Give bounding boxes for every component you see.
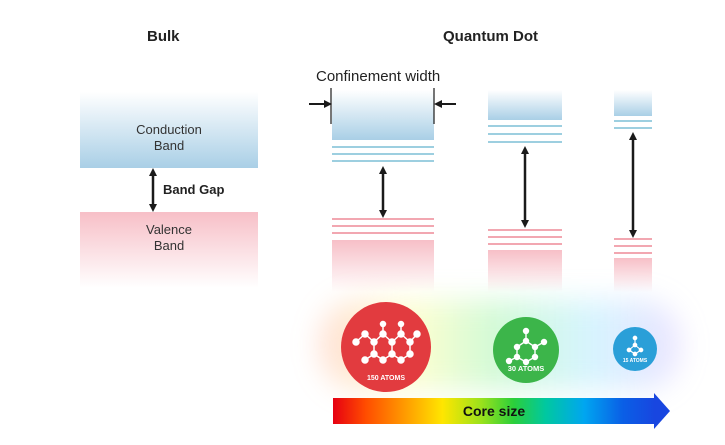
- qd-small-valence-block: [614, 258, 652, 292]
- qd-large-conduction-level: [332, 160, 434, 162]
- atom-cluster-medium: 30 ATOMS: [493, 317, 559, 383]
- conduction-label-line1: Conduction: [136, 122, 202, 137]
- molecule-icon: [626, 335, 644, 357]
- atom-cluster-small: 15 ATOMS: [613, 327, 657, 371]
- valence-band-label: Valence Band: [80, 222, 258, 254]
- qd-medium-conduction-level: [488, 141, 562, 143]
- qd-large-conduction-level: [332, 146, 434, 148]
- qd-medium-valence-level: [488, 236, 562, 238]
- qd-large-valence-level: [332, 232, 434, 234]
- bulk-conduction-band: [80, 92, 258, 168]
- molecule-icon: [352, 320, 421, 364]
- bulk-valence-band: [80, 212, 258, 288]
- qd-medium-conduction-level: [488, 125, 562, 127]
- qd-small-conduction-level: [614, 120, 652, 122]
- qd-small-conduction-level: [614, 127, 652, 129]
- qd-large-valence-level: [332, 218, 434, 220]
- molecule-icon: [505, 327, 548, 366]
- qd-small-valence-level: [614, 238, 652, 240]
- qd-medium-valence-level: [488, 243, 562, 245]
- valence-label-line2: Band: [153, 238, 185, 253]
- spectrum-arrow-head: [654, 393, 670, 429]
- qd-large-valence-block: [332, 240, 434, 292]
- qd-large-valence-level: [332, 225, 434, 227]
- spectrum-arrow-icon: [333, 398, 655, 424]
- bulk-heading: Bulk: [147, 28, 180, 45]
- atom-cluster-large: 150 ATOMS: [341, 302, 431, 392]
- confinement-width-label: Confinement width: [316, 68, 441, 85]
- qd-large-conduction-block: [332, 90, 434, 140]
- qd-large-conduction-level: [332, 153, 434, 155]
- conduction-band-label: Conduction Band: [80, 122, 258, 154]
- atom-count-label-small: 15 ATOMS: [622, 358, 648, 364]
- band-gap-label: Band Gap: [163, 182, 225, 197]
- atom-count-label-medium: 30 ATOMS: [507, 364, 545, 373]
- qd-medium-valence-block: [488, 250, 562, 292]
- valence-label-line1: Valence: [145, 222, 192, 237]
- qd-medium-conduction-block: [488, 90, 562, 120]
- atom-count-label-large: 150 ATOMS: [367, 375, 405, 382]
- qd-small-valence-level: [614, 252, 652, 254]
- core-size-label: Core size: [462, 403, 526, 419]
- quantum-dot-heading: Quantum Dot: [443, 28, 538, 45]
- qd-small-conduction-block: [614, 90, 652, 116]
- conduction-label-line2: Band: [153, 138, 185, 153]
- qd-small-valence-level: [614, 245, 652, 247]
- qd-medium-conduction-level: [488, 133, 562, 135]
- qd-medium-valence-level: [488, 229, 562, 231]
